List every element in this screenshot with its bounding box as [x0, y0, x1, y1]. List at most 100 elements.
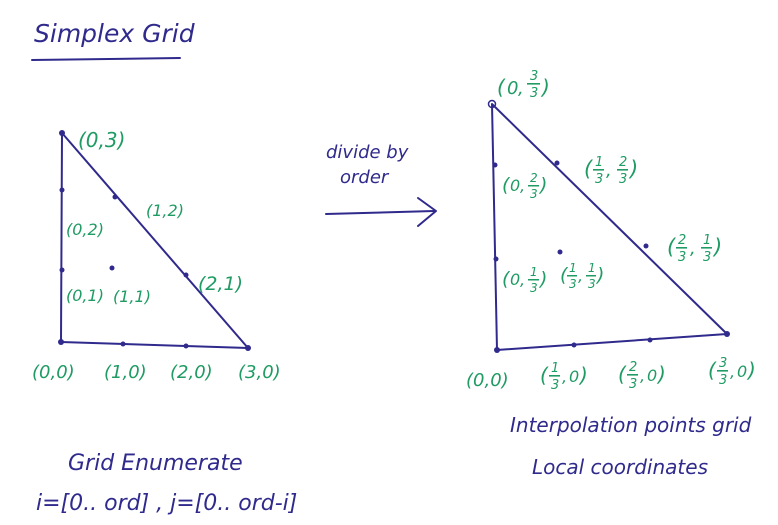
frac-a-bar	[676, 247, 687, 249]
frac-bar	[527, 83, 540, 85]
paren-open: (	[560, 264, 569, 286]
coord-b: 0	[647, 366, 657, 385]
left-point-00	[58, 339, 64, 345]
frac-a-den: 3	[678, 250, 686, 265]
title: Simplex Grid	[34, 19, 195, 48]
paren-open: (	[708, 358, 717, 382]
right-label-30: ( 3 3 , 0 )	[708, 356, 756, 388]
frac-den: 3	[530, 281, 538, 295]
frac-num: 1	[530, 265, 538, 279]
comma: ,	[578, 266, 583, 285]
arrow-label-line2: order	[340, 167, 390, 188]
caption-grid-enumerate: Grid Enumerate	[68, 451, 243, 476]
coord-b: 0	[737, 362, 747, 381]
paren-close: )	[538, 268, 547, 290]
comma: ,	[690, 238, 696, 259]
comma: ,	[520, 176, 525, 195]
frac-num: 2	[530, 171, 538, 185]
paren-close: )	[595, 264, 604, 286]
coord-a: 0	[510, 270, 520, 289]
coord-a: 0	[507, 78, 518, 99]
frac-b-den: 3	[619, 172, 627, 187]
frac-num: 2	[629, 360, 637, 375]
left-label-02: (0,2)	[66, 220, 104, 239]
frac-den: 3	[629, 377, 637, 392]
frac-b-bar	[701, 247, 712, 249]
right-point-21	[643, 243, 649, 249]
right-point-10	[571, 342, 577, 348]
coord-a: 0	[510, 176, 520, 195]
frac-b-den: 3	[703, 250, 711, 265]
left-point-01	[59, 267, 65, 273]
right-point-01	[493, 256, 499, 262]
left-point-11	[109, 265, 115, 271]
left-label-11: (1,1)	[113, 287, 151, 306]
left-point-21	[183, 272, 189, 278]
paren-open: (	[584, 157, 593, 181]
left-label-03: (0,3)	[78, 128, 125, 152]
right-triangle-edges	[491, 103, 728, 351]
comma: ,	[520, 270, 525, 289]
frac-b-num: 1	[588, 261, 596, 275]
frac-num: 3	[719, 356, 727, 371]
left-triangle	[58, 130, 251, 351]
frac-den: 3	[530, 187, 538, 201]
frac-bar	[549, 375, 560, 377]
paren-close: )	[578, 363, 588, 387]
right-point-00	[494, 347, 500, 353]
frac-den: 3	[530, 86, 538, 101]
paren-open: (	[497, 75, 506, 99]
paren-open: (	[667, 235, 676, 259]
left-label-01: (0,1)	[66, 286, 104, 305]
frac-a-den: 3	[595, 172, 603, 187]
frac-bar	[528, 185, 539, 187]
left-point-30	[245, 345, 251, 351]
right-label-03: ( 0 , 3 3 )	[497, 69, 550, 101]
caption-interp-line1: Interpolation points grid	[510, 413, 752, 437]
frac-bar	[627, 374, 638, 376]
right-label-20: ( 2 3 , 0 )	[618, 360, 666, 392]
frac-a-den: 3	[569, 277, 577, 291]
left-label-21: (2,1)	[198, 273, 243, 295]
comma: ,	[562, 367, 567, 386]
comma: ,	[606, 160, 612, 181]
paren-open: (	[502, 268, 511, 290]
right-label-02: ( 0 , 2 3 )	[502, 171, 547, 201]
frac-num: 1	[551, 361, 559, 376]
left-label-12: (1,2)	[146, 201, 184, 220]
paren-close: )	[712, 235, 722, 259]
frac-b-bar	[617, 169, 628, 171]
paren-close: )	[746, 358, 756, 382]
frac-a-num: 2	[678, 233, 686, 248]
left-label-30: (3,0)	[238, 362, 281, 383]
frac-bar	[528, 279, 539, 281]
left-point-12	[112, 194, 118, 200]
left-triangle-edges	[60, 132, 249, 349]
left-point-02	[59, 187, 65, 193]
right-label-11: ( 1 3 , 1 3 )	[560, 261, 604, 291]
frac-b-den: 3	[588, 277, 596, 291]
comma: ,	[730, 362, 735, 381]
caption-grid-formula: i=[0.. ord] , j=[0.. ord-i]	[36, 491, 297, 516]
paren-close: )	[628, 157, 638, 181]
right-label-12: ( 1 3 , 2 3 )	[584, 155, 638, 187]
arrow-label-line1: divide by	[326, 142, 409, 163]
left-label-00: (0,0)	[32, 362, 75, 383]
frac-b-num: 1	[703, 233, 711, 248]
comma: ,	[518, 78, 524, 99]
left-label-10: (1,0)	[104, 362, 147, 383]
frac-num: 3	[530, 69, 538, 84]
frac-bar	[717, 370, 728, 372]
frac-den: 3	[551, 378, 559, 393]
right-point-30	[724, 331, 730, 337]
frac-a-bar	[567, 275, 577, 277]
paren-close: )	[540, 75, 550, 99]
paren-open: (	[618, 362, 627, 386]
frac-a-bar	[593, 169, 604, 171]
right-triangle	[487, 99, 730, 353]
right-point-12	[554, 160, 560, 166]
divide-arrow	[325, 197, 437, 227]
right-point-02	[492, 162, 498, 168]
left-label-20: (2,0)	[170, 362, 213, 383]
